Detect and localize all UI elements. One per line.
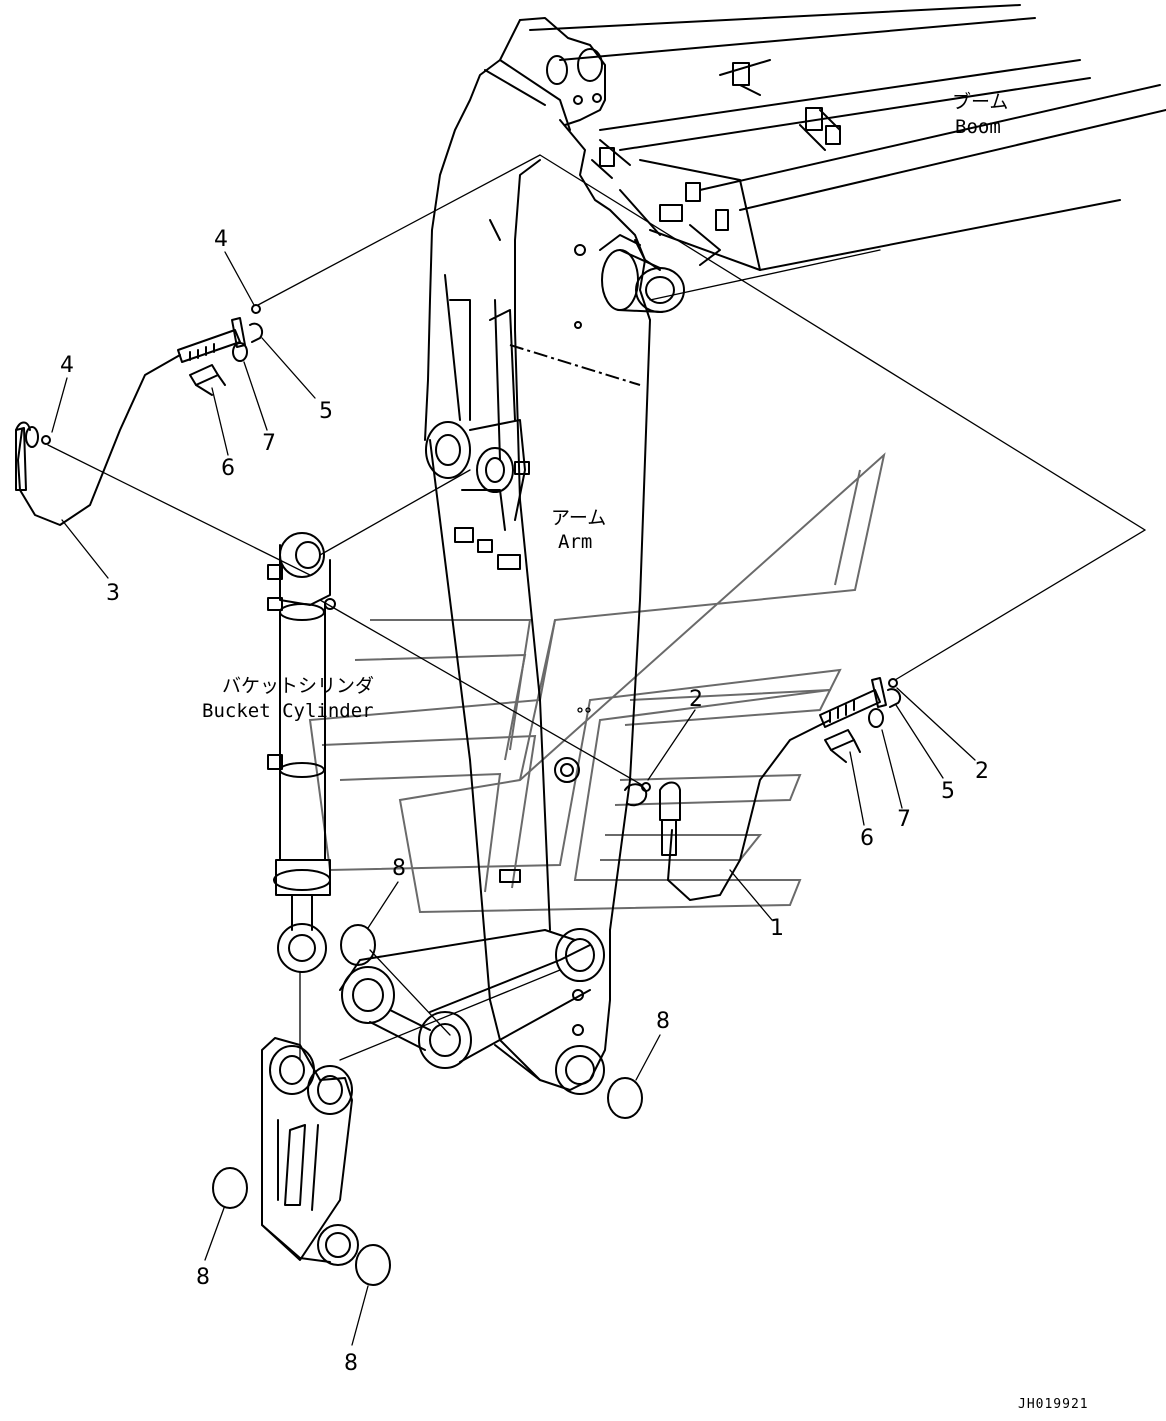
callout-2-middle: 2	[689, 687, 703, 712]
washer-7-left	[232, 342, 248, 362]
o-ring-4-left	[41, 435, 51, 445]
arm	[424, 17, 685, 1095]
o-ring-left	[212, 1167, 248, 1209]
clamp-5-right	[887, 688, 902, 708]
reference-lines	[47, 154, 1146, 1061]
callout-8-upper: 8	[392, 856, 406, 881]
callout-1: 1	[770, 916, 784, 941]
o-ring-upper	[340, 924, 376, 966]
label-arm-jp: アーム	[551, 507, 606, 529]
leader-lines	[51, 251, 976, 1346]
drawing-code: JH019921	[1018, 1397, 1089, 1412]
boom	[529, 4, 1166, 271]
watermark-logo	[308, 452, 886, 914]
callout-4-upper: 4	[214, 227, 228, 252]
bucket-link	[339, 929, 591, 1069]
label-cylinder-jp: バケットシリンダ	[222, 675, 374, 697]
hose-assembly-right	[624, 677, 902, 901]
callout-8-right: 8	[656, 1009, 670, 1034]
o-ring-2-right-lower	[641, 782, 651, 792]
callout-6-right: 6	[860, 826, 874, 851]
callout-2-right: 2	[975, 759, 989, 784]
o-rings	[212, 924, 643, 1286]
bucket-cylinder	[267, 532, 336, 1061]
hose-assembly-left	[15, 304, 264, 526]
label-boom-jp: ブーム	[952, 90, 1008, 113]
callout-5-right: 5	[941, 779, 955, 804]
label-cylinder-en: Bucket Cylinder	[202, 700, 374, 722]
callout-7-right: 7	[897, 807, 911, 832]
o-ring-4-upper	[251, 304, 261, 314]
label-boom-en: Boom	[955, 116, 1001, 138]
o-ring-bottom	[355, 1244, 391, 1286]
callout-3: 3	[106, 581, 120, 606]
component-labels: ブーム Boom アーム Arm バケットシリンダ Bucket Cylinde…	[202, 90, 1008, 722]
bolt-6-right	[824, 729, 855, 751]
callout-5-left: 5	[319, 399, 333, 424]
callout-4-left: 4	[60, 353, 74, 378]
o-ring-right	[607, 1077, 643, 1119]
washer-7-right	[868, 708, 884, 728]
clamp-5-left	[249, 322, 264, 343]
o-ring-2-right-upper	[888, 678, 898, 688]
label-arm-en: Arm	[558, 531, 592, 553]
callout-7-left: 7	[262, 431, 276, 456]
callout-numbers: 4 4 5 7 6 3 2 2 5 7 6 1 8 8 8 8	[60, 227, 989, 1376]
lower-link	[261, 1037, 359, 1266]
callout-6-left: 6	[221, 456, 235, 481]
callout-8-left: 8	[196, 1265, 210, 1290]
callout-8-bottom: 8	[344, 1351, 358, 1376]
bolt-6-left	[189, 364, 219, 386]
